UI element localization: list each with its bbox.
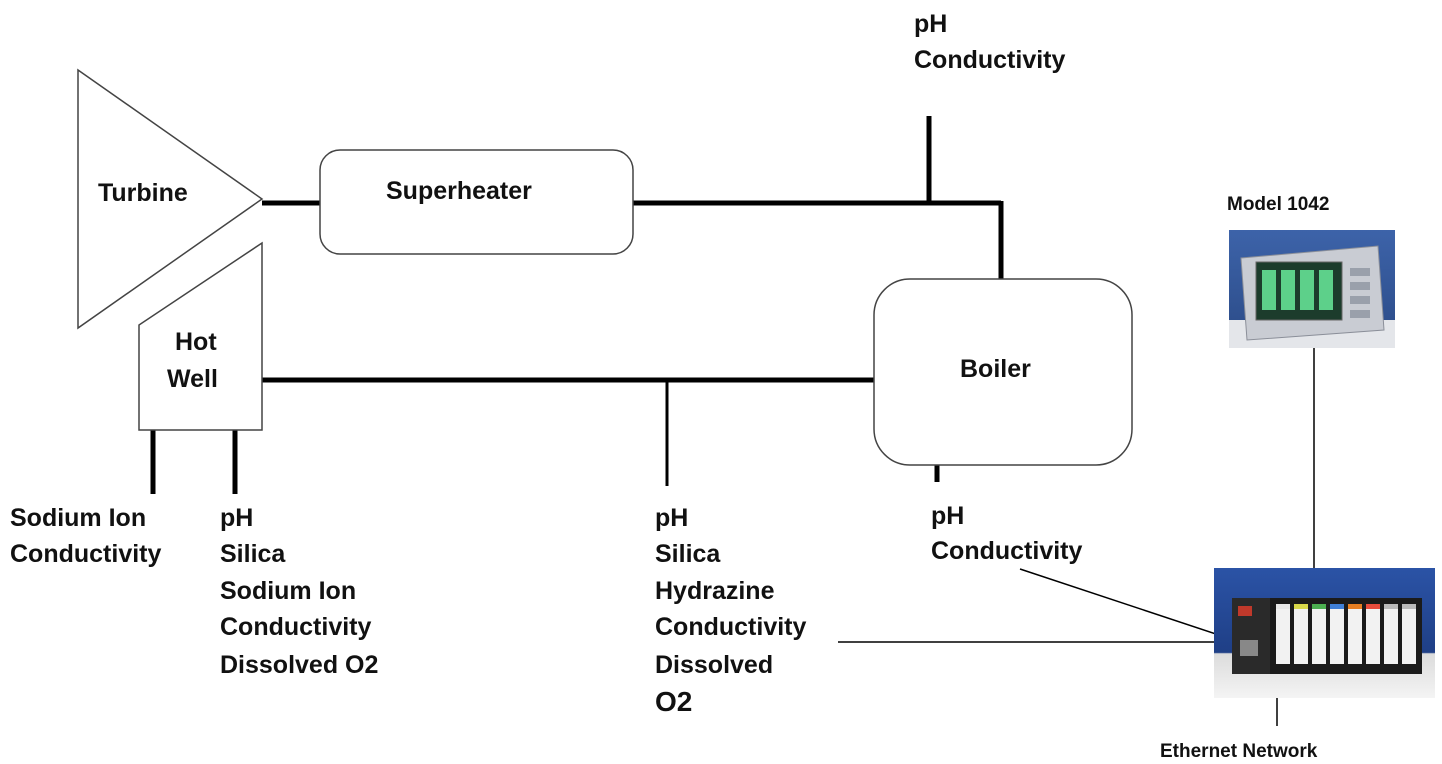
turbine-label: Turbine [98, 179, 188, 207]
boiler-probe-labels: pH Conductivity [931, 502, 1082, 565]
model-label: Model 1042 [1227, 194, 1329, 215]
probe-label: Conductivity [914, 46, 1065, 74]
turbine-shape [77, 68, 264, 330]
hotwell-shape [138, 241, 263, 431]
hotwell-right-probe-labels: pH Silica Sodium Ion Conductivity Dissol… [220, 504, 378, 679]
model-1042-image [1229, 230, 1395, 348]
probe-label: Dissolved O2 [220, 651, 378, 679]
hotwell-label-line2: Well [167, 365, 218, 393]
probe-label: pH [220, 504, 253, 532]
ethernet-label: Ethernet Network [1160, 741, 1318, 762]
superheater-label: Superheater [386, 177, 532, 205]
probe-label: Conductivity [931, 537, 1082, 565]
probe-label: Conductivity [655, 613, 806, 641]
probe-label: Conductivity [220, 613, 371, 641]
probe-label: Sodium Ion [220, 577, 356, 605]
probe-label: Hydrazine [655, 577, 775, 605]
probe-label: Sodium Ion [10, 504, 146, 532]
probe-label: pH [655, 504, 688, 532]
boiler-box [873, 278, 1133, 466]
probe-label: pH [931, 502, 964, 530]
probe-label: pH [914, 10, 947, 38]
probe-label: Silica [220, 540, 286, 568]
probe-label: Dissolved [655, 651, 773, 679]
hotwell-label-line1: Hot [175, 328, 217, 356]
hotwell-left-probe-labels: Sodium Ion Conductivity [10, 504, 161, 568]
probe-label: Silica [655, 540, 721, 568]
superheater-box [319, 149, 634, 255]
probe-label: Conductivity [10, 540, 161, 568]
top-probe-labels: pH Conductivity [914, 10, 1065, 74]
boiler-label: Boiler [960, 355, 1031, 383]
feedwater-probe-labels: pH Silica Hydrazine Conductivity Dissolv… [655, 504, 806, 717]
boiler-signal-wire [1019, 568, 1241, 643]
controller-rack-image [1214, 568, 1435, 698]
probe-label: O2 [655, 686, 692, 717]
